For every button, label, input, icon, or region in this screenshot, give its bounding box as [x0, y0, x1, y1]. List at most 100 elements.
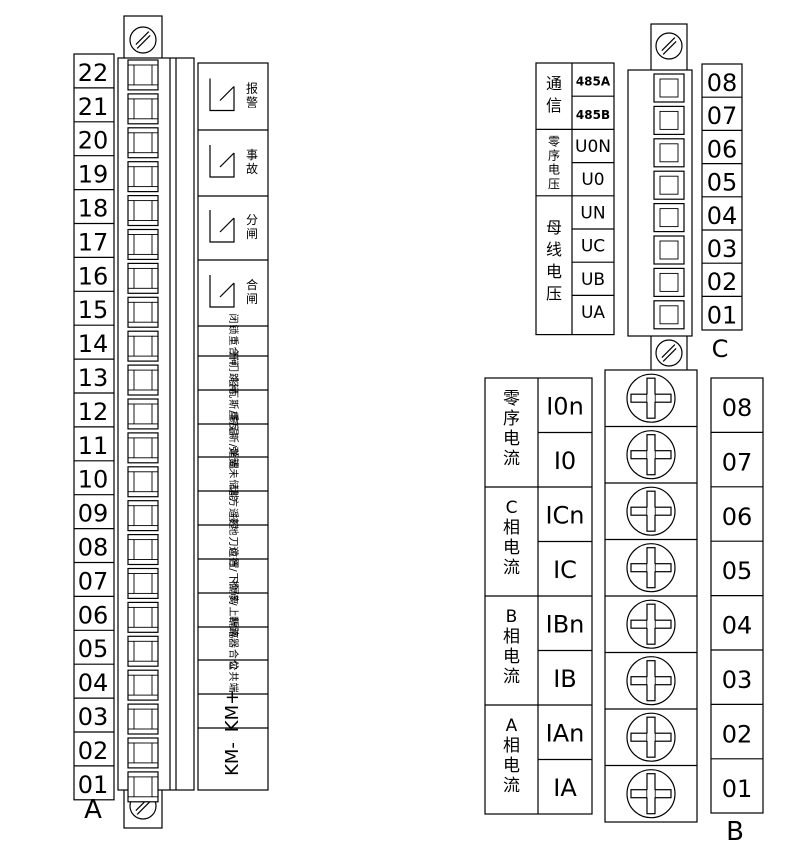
terminal-slot [127, 296, 159, 328]
current-group-name: 序 [503, 409, 520, 429]
function-label-4: 合闸 [209, 275, 258, 308]
signal-group-name: 电 [546, 262, 562, 281]
function-text: 运行/下隔离 [227, 546, 240, 605]
signal-uc: UC [581, 237, 605, 257]
signal-group-name: 信 [546, 96, 562, 115]
function-label-2: 事故 [209, 145, 258, 178]
function-text: 故 [246, 161, 258, 176]
terminal-slot [127, 330, 159, 362]
signal-group-name: 线 [546, 240, 562, 259]
current-group-name: 流 [503, 667, 520, 687]
current-group-name: 电 [503, 756, 520, 776]
signal-ib: IB [553, 665, 577, 693]
terminal-screw [626, 769, 676, 819]
function-label-1: 报警 [209, 78, 258, 112]
terminal-slot [127, 703, 159, 735]
terminal-slot [653, 105, 685, 136]
terminal-slot [127, 262, 159, 294]
signal-ic: IC [553, 556, 577, 584]
screw-icon [655, 339, 683, 367]
block-a-terminal-strip [117, 15, 195, 829]
function-text: 远方遥控 [227, 486, 240, 530]
terminal-number-a-22: 22 [78, 59, 109, 87]
function-text: 开门跳闸 [227, 351, 240, 395]
function-label-13: 检修/上隔离 [227, 580, 240, 639]
terminal-number-a-08: 08 [78, 534, 109, 562]
current-group-name: 零 [503, 389, 520, 409]
current-group-name: 流 [503, 449, 520, 469]
terminal-screw [626, 712, 676, 762]
current-group-name: 相 [503, 518, 520, 538]
terminal-number-a-13: 13 [78, 364, 109, 392]
terminal-number-a-07: 07 [78, 567, 109, 595]
signal-icn: ICn [545, 501, 584, 529]
terminal-slot [127, 737, 159, 769]
function-text: 公共端 [227, 661, 240, 694]
signal-group-name: 母 [546, 218, 562, 237]
function-text: 分 [246, 213, 258, 227]
function-label-7: 轻瓦斯/高温 [227, 377, 240, 436]
function-text: 轻瓦斯/高温 [227, 377, 240, 436]
function-text: 事 [246, 148, 258, 162]
function-label-3: 分闸 [209, 210, 258, 243]
function-label-6: 开门跳闸 [227, 351, 240, 395]
terminal-screw [626, 430, 676, 480]
terminal-number-c-07: 07 [707, 102, 738, 130]
terminal-number-b-02: 02 [722, 720, 753, 748]
terminal-slot [127, 127, 159, 159]
signal-u0n: U0N [575, 137, 611, 157]
terminal-number-a-03: 03 [78, 703, 109, 731]
terminal-slot [127, 93, 159, 125]
terminal-slot [653, 170, 685, 200]
terminal-number-a-05: 05 [78, 635, 109, 663]
block-b-terminal-strip [604, 369, 698, 823]
terminal-number-a-20: 20 [78, 127, 109, 155]
terminal-slot [653, 203, 685, 233]
terminal-screw [626, 486, 676, 536]
current-group-name: 电 [503, 538, 520, 558]
terminal-number-b-08: 08 [722, 394, 753, 422]
terminal-number-c-08: 08 [707, 69, 738, 97]
terminal-number-a-02: 02 [78, 737, 109, 765]
signal-ia: IA [553, 774, 577, 802]
terminal-number-b-03: 03 [722, 666, 753, 694]
signal-group-name: 压 [546, 284, 562, 303]
terminal-slot [653, 138, 685, 168]
terminal-slot [127, 398, 159, 430]
signal-ua: UA [581, 303, 605, 323]
terminal-slot [653, 267, 685, 297]
current-group-name: 流 [503, 776, 520, 796]
function-label-15: 公共端 [227, 661, 240, 694]
terminal-slot [127, 161, 159, 193]
terminal-number-a-17: 17 [78, 228, 109, 256]
signal-485a: 485A [576, 75, 611, 89]
screw-icon [129, 26, 157, 54]
relay-contact-icon [209, 78, 230, 112]
terminal-slot [127, 500, 159, 532]
current-group-name: 流 [503, 558, 520, 578]
block-c-terminal-strip [627, 23, 693, 373]
function-label-16: KM+ [222, 690, 243, 732]
signal-un: UN [580, 203, 605, 223]
signal-ub: UB [581, 270, 605, 290]
terminal-number-a-12: 12 [78, 398, 109, 426]
signal-group-name: 压 [548, 177, 560, 191]
signal-i0: I0 [554, 447, 576, 475]
terminal-number-a-16: 16 [78, 262, 109, 290]
function-text: KM+ [222, 690, 243, 732]
relay-contact-icon [209, 145, 230, 178]
screw-icon [655, 32, 683, 60]
terminal-number-a-04: 04 [78, 669, 109, 697]
signal-group-name: 电 [548, 163, 560, 177]
signal-485b: 485B [576, 108, 610, 122]
terminal-slot [127, 635, 159, 667]
function-text: 闭锁重合闸 [227, 314, 240, 369]
terminal-slot [653, 235, 685, 265]
